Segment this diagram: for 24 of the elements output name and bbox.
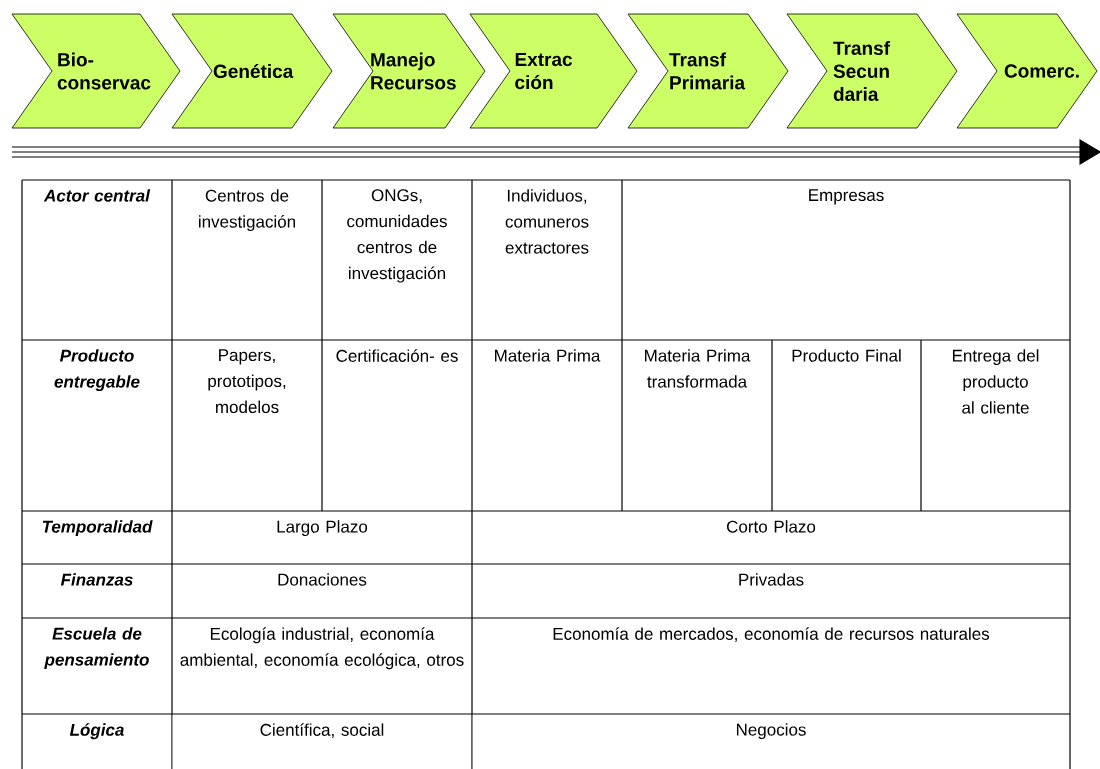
table-cell-text: Negocios xyxy=(736,723,806,740)
table-cell-text: Centros de investigación xyxy=(199,189,295,232)
table-cell-text: Empresas xyxy=(809,189,884,205)
table-cell-text: Corto Plazo xyxy=(727,520,816,533)
row-header: Actor central xyxy=(43,189,151,202)
row-header: Finanzas xyxy=(60,573,133,586)
table-cell-text: Papers, prototipos, modelos xyxy=(208,349,286,414)
table-cell-text: Entrega del producto al cliente xyxy=(952,349,1039,414)
table-cell-text: Certificación- es xyxy=(336,349,458,362)
table-cell-text: Ecología industrial, economía ambiental, economía ecológica, otros xyxy=(180,627,464,670)
table-cell-text: Producto Final xyxy=(792,349,901,362)
table-cell-text: Donaciones xyxy=(278,573,367,586)
table-cell-text: Privadas xyxy=(739,573,804,586)
table-cell-text: Materia Prima xyxy=(495,349,601,362)
table-cell-text: ONGs, comunidades centros de investigación xyxy=(347,189,447,283)
row-header: Temporalidad xyxy=(42,520,153,537)
table-cell-text: Científica, social xyxy=(260,723,384,738)
row-header: Producto entregable xyxy=(54,349,140,392)
row-header: Lógica xyxy=(69,723,124,740)
row-header: Escuela de pensamiento xyxy=(44,627,149,670)
table-cell-text: Individuos, comuneros extractores xyxy=(505,189,589,254)
table-cell-text: Largo Plazo xyxy=(277,520,368,537)
table-cell-text: Economía de mercados, economía de recursos naturales xyxy=(553,627,990,642)
table-cell-text: Materia Prima transformada xyxy=(645,349,751,388)
